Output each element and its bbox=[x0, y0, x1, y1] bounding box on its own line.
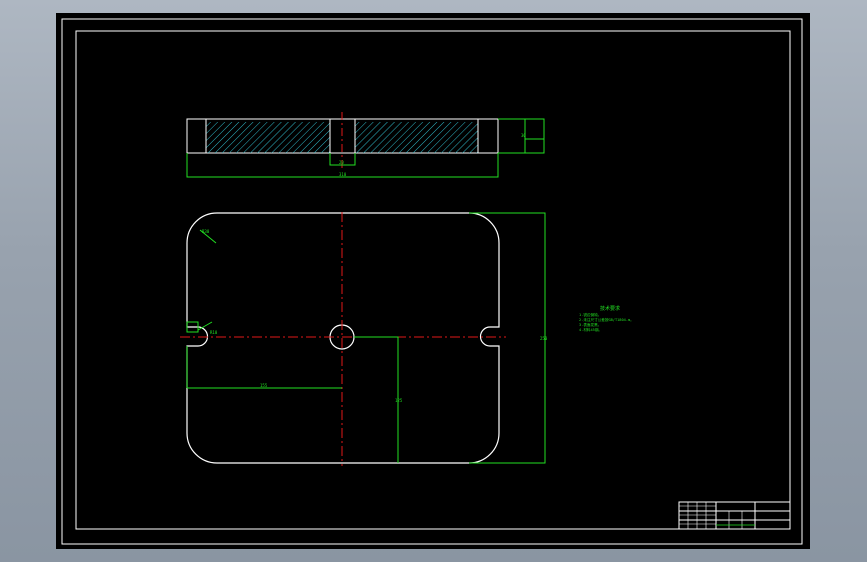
title-block[interactable] bbox=[678, 501, 791, 530]
hatch-right bbox=[355, 122, 478, 153]
side-width-label: 310 bbox=[339, 172, 347, 177]
slot-width-label: 20 bbox=[339, 160, 344, 165]
height-label: 250 bbox=[540, 336, 548, 341]
height-dimension-lines bbox=[469, 212, 546, 464]
note-line-2: 2.未注尺寸公差按GB/T1804-m。 bbox=[579, 317, 634, 322]
slot-leader bbox=[197, 321, 213, 331]
outer-border bbox=[61, 18, 803, 545]
thickness-dimension-lines bbox=[498, 118, 545, 154]
cad-viewport[interactable] bbox=[56, 13, 810, 549]
inner-border bbox=[75, 30, 791, 530]
slot-dimension-lines bbox=[329, 153, 356, 166]
technical-notes: 技术要求 1.锐边倒钝。 2.未注尺寸公差按GB/T1804-m。 3.表面发黑… bbox=[579, 305, 634, 332]
section-view[interactable]: 20 310 30 bbox=[186, 112, 545, 178]
plate-outline bbox=[186, 212, 500, 464]
slot-radius-label: R10 bbox=[210, 330, 218, 335]
half-width-label: 155 bbox=[260, 383, 268, 388]
title-block-frame bbox=[678, 501, 791, 530]
plan-view[interactable]: R30 250 155 125 R10 bbox=[180, 212, 548, 466]
thickness-label: 30 bbox=[521, 133, 526, 138]
hatch-left bbox=[206, 122, 330, 153]
radius-label: R30 bbox=[202, 229, 210, 234]
note-line-1: 1.锐边倒钝。 bbox=[579, 312, 601, 317]
half-height-dimension-lines bbox=[354, 336, 399, 463]
slot-dimension-box bbox=[186, 321, 199, 333]
half-height-label: 125 bbox=[395, 398, 403, 403]
note-line-4: 4.材料45钢。 bbox=[579, 327, 602, 332]
radius-leader bbox=[199, 229, 217, 244]
note-line-3: 3.表面发黑。 bbox=[579, 322, 601, 327]
side-width-dimension-lines bbox=[186, 153, 499, 178]
notes-title: 技术要求 bbox=[600, 305, 620, 312]
